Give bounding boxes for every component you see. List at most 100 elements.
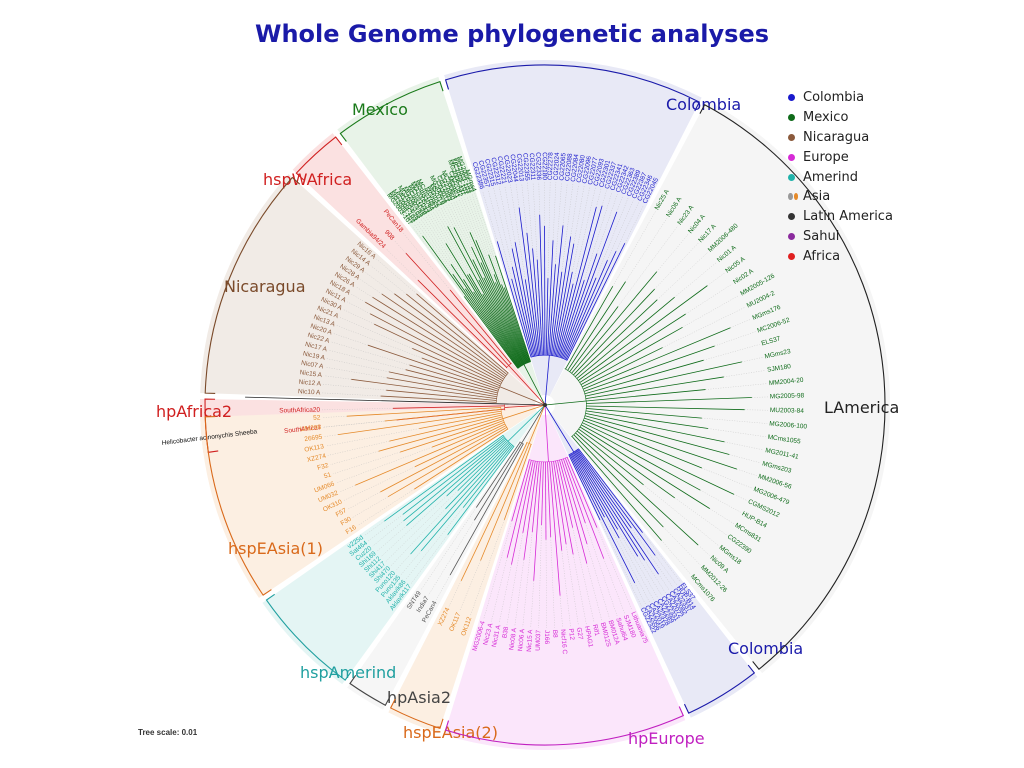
branch [564, 457, 605, 559]
branch [394, 293, 507, 377]
branch [380, 425, 507, 493]
branch [399, 418, 503, 453]
branch [495, 255, 532, 362]
leaf-guide [619, 537, 654, 600]
clade-stem [528, 404, 546, 444]
branch [583, 345, 715, 392]
branch [559, 459, 588, 564]
leaf-guide [604, 517, 650, 603]
clade-wedge [292, 133, 539, 399]
branch [563, 458, 586, 524]
branch [566, 242, 626, 361]
leaf-guide [390, 508, 446, 567]
branch [421, 357, 500, 388]
clade-bracket [295, 136, 343, 181]
branch [584, 415, 730, 455]
leaf-label: SouthAfrica20 [279, 407, 320, 415]
legend-swatch-icon [788, 232, 799, 240]
leaf-guide [352, 496, 389, 518]
leaf-guide [724, 441, 764, 451]
leaf-guide [453, 201, 482, 263]
leaf-guide [532, 182, 538, 260]
leaf-guide [617, 225, 678, 307]
leaf-guide [440, 207, 480, 281]
legend-swatch-icon [788, 252, 799, 260]
branch [431, 420, 504, 448]
leaf-guide [723, 370, 766, 378]
leaf-label: CG22088 [564, 153, 574, 182]
branch [585, 412, 725, 443]
branch [511, 266, 534, 357]
leaf-label: P12 [567, 628, 575, 641]
branch [405, 369, 498, 394]
leaf-label: Nic15 A [526, 629, 534, 652]
clade-stem [507, 404, 546, 442]
tree-root [543, 403, 547, 407]
clade-label: Colombia [728, 639, 803, 658]
leaf-guide [435, 210, 483, 295]
branch [406, 293, 508, 375]
branch [524, 279, 538, 356]
clade-label: hpEurope [628, 729, 705, 748]
leaf-label: MU2003-84 [770, 407, 805, 415]
clade-wedge [549, 100, 890, 674]
leaf-label: J166 [543, 630, 550, 645]
branch [414, 423, 506, 468]
leaf-label: Nic31 A [491, 624, 503, 648]
leaf-guide [331, 341, 410, 366]
branch [575, 432, 699, 546]
clade-bracket [204, 415, 272, 596]
branch [471, 246, 527, 364]
branch [447, 446, 515, 536]
branch [412, 347, 501, 387]
leaf-guide [612, 211, 656, 287]
branch [495, 282, 529, 363]
leaf-label: HPAG1 [583, 625, 594, 648]
branch [576, 296, 675, 379]
leaf-label: CG22311 [528, 153, 536, 181]
branch [526, 232, 541, 356]
clade-arc [528, 456, 568, 463]
leaf-guide [552, 182, 557, 241]
legend-label: Colombia [803, 90, 865, 106]
branch [468, 273, 523, 366]
leaf-guide [394, 240, 406, 254]
leaf-guide [323, 375, 352, 380]
leaf-guide [411, 225, 465, 297]
leaf-label: CG22065 [558, 152, 567, 181]
clade-bracket [444, 64, 701, 112]
leaf-guide [599, 519, 642, 607]
clade-stem [544, 355, 550, 406]
branch [464, 288, 520, 368]
branch [554, 271, 573, 357]
branch [584, 359, 704, 395]
clade-label: hpAfrica2 [156, 402, 232, 421]
branch [447, 226, 524, 366]
clade-stem [499, 386, 546, 406]
branch [419, 412, 502, 429]
leaf-guide [428, 214, 447, 244]
legend-item: Africa [788, 246, 893, 266]
branch [581, 347, 663, 388]
leaf-guide [657, 252, 708, 300]
leaf-label: B38 [501, 626, 510, 639]
leaf-guide [333, 333, 369, 346]
clade-label: LAmerica [824, 398, 899, 417]
leaf-label: CG22084 [570, 153, 580, 182]
leaf-guide [430, 213, 468, 275]
leaf-guide [705, 383, 767, 390]
branch [577, 449, 656, 556]
leaf-label: SJM180 [767, 363, 792, 374]
branch [539, 214, 545, 356]
branch [565, 250, 617, 360]
branch [579, 313, 686, 383]
branch [571, 452, 620, 539]
leaf-guide [376, 525, 407, 552]
leaf-guide [601, 190, 607, 206]
branch [558, 205, 603, 358]
legend-swatch-icon [788, 114, 799, 122]
branch [571, 436, 662, 541]
branch [449, 289, 512, 364]
leaf-guide [701, 417, 768, 424]
leaf-guide [658, 574, 670, 591]
